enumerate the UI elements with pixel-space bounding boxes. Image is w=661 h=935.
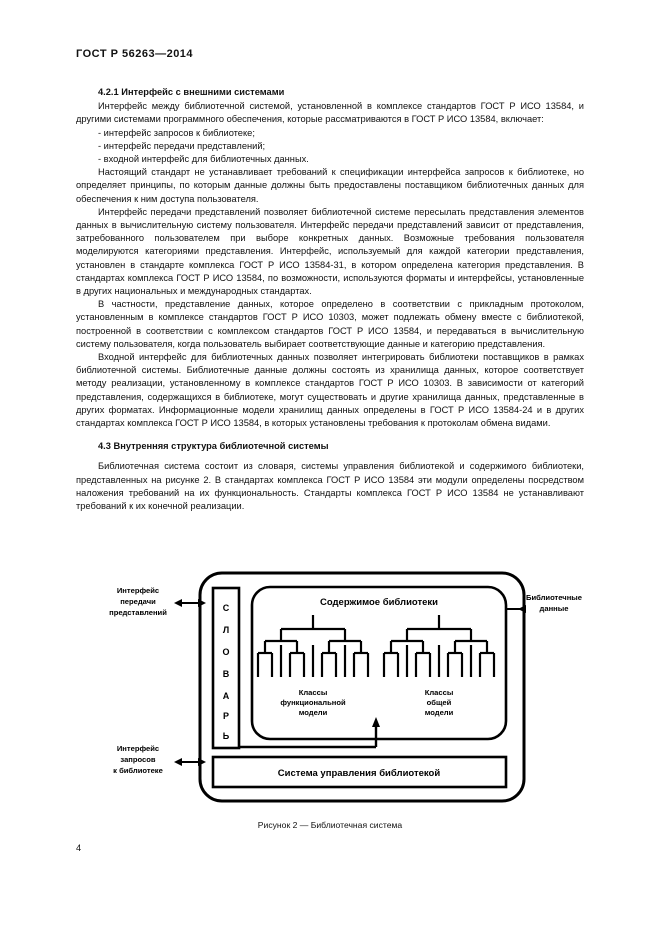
paragraph-query-interface: Настоящий стандарт не устанавливает треб… [76, 167, 584, 204]
dictionary-letter: А [223, 691, 230, 701]
list-item: - входной интерфейс для библиотечных дан… [98, 154, 309, 165]
dictionary-box [211, 586, 241, 750]
interface-views-arrow [174, 599, 206, 607]
list-item: - интерфейс передачи представлений; [98, 140, 266, 151]
interface-views-label-line: Интерфейс [117, 586, 159, 595]
general-model-tree [382, 615, 496, 677]
section-heading-4-2-1: 4.2.1 Интерфейс с внешними системами [98, 87, 285, 97]
dictionary-letter: В [223, 669, 230, 679]
section-heading-4-3: 4.3 Внутренняя структура библиотечной си… [98, 441, 329, 452]
figure-2-library-system: С Л О В А Р Ь Содержимое библиотеки [76, 565, 584, 855]
interface-queries-label-line: запросов [120, 755, 156, 764]
paragraph-internal-structure: Библиотечная система состоит из словаря,… [76, 461, 584, 512]
general-model-label-line: общей [427, 698, 452, 707]
list-item: - интерфейс запросов к библиотеке; [98, 127, 255, 138]
figure-2-diagram: С Л О В А Р Ь Содержимое библиотеки [109, 571, 582, 803]
functional-model-label-line: Классы [299, 688, 328, 697]
functional-model-tree [256, 615, 370, 677]
document-header-standard-code: ГОСТ Р 56263—2014 [76, 48, 194, 60]
general-model-label-line: модели [425, 708, 454, 717]
page-number: 4 [76, 843, 82, 853]
library-content-panel [250, 585, 508, 741]
figure-2-caption: Рисунок 2 — Библиотечная система [257, 820, 403, 830]
interface-list: - интерфейс запросов к библиотеке; - инт… [76, 127, 584, 167]
dictionary-letter: Р [223, 711, 229, 721]
paragraph-input-interface: Входной интерфейс для библиотечных данны… [76, 352, 584, 429]
library-system-boundary [198, 571, 526, 803]
dictionary-content-connector [239, 717, 380, 749]
general-model-label-line: Классы [425, 688, 454, 697]
paragraph-view-transfer-interface: Интерфейс передачи представлений позволя… [76, 206, 584, 297]
document-body: 4.2.1 Интерфейс с внешними системами Инт… [76, 86, 584, 513]
dictionary-letter: С [223, 603, 230, 613]
dictionary-letter: О [222, 647, 229, 657]
functional-model-label-line: функциональной [280, 698, 346, 707]
library-content-title: Содержимое библиотеки [320, 597, 438, 608]
interface-views-label-line: представлений [109, 608, 167, 617]
interface-queries-arrow [174, 758, 206, 766]
library-data-arrow [506, 605, 526, 613]
functional-model-label-line: модели [299, 708, 328, 717]
interface-views-label-line: передачи [120, 597, 156, 606]
library-data-label-line: Библиотечные [526, 593, 582, 602]
connector-arrowhead [372, 717, 380, 727]
library-management-system-label: Система управления библиотекой [278, 768, 441, 779]
library-management-system-box [211, 755, 508, 789]
dictionary-letter: Л [223, 625, 229, 635]
interface-queries-label-line: Интерфейс [117, 744, 159, 753]
paragraph-4-2-1-intro: Интерфейс между библиотечной системой, у… [76, 101, 584, 125]
library-data-label-line: данные [540, 604, 569, 613]
interface-queries-label-line: к библиотеке [113, 766, 163, 775]
paragraph-data-representation: В частности, представление данных, котор… [76, 299, 584, 349]
dictionary-letter: Ь [223, 731, 230, 741]
